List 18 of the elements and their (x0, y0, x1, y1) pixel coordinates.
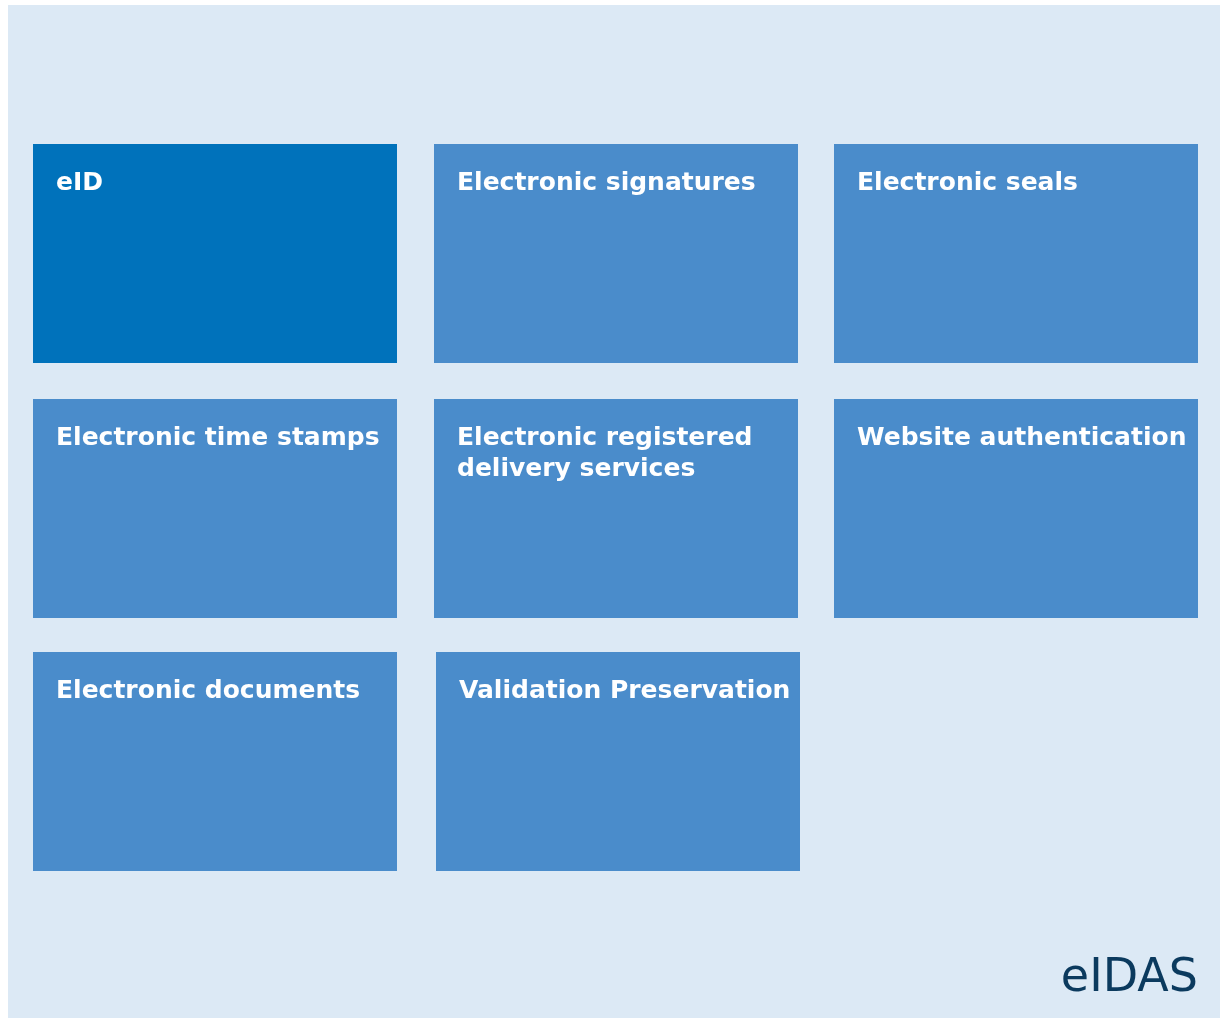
feature-tile (33, 144, 397, 363)
feature-tile (33, 399, 397, 618)
feature-tile (33, 652, 397, 871)
panel-title: eIDAS (1060, 952, 1198, 998)
tile-label: Website authentication (857, 421, 1188, 452)
feature-tile (436, 652, 800, 871)
feature-tile (834, 144, 1198, 363)
tile-label: Electronic signatures (457, 166, 757, 197)
feature-tile (834, 399, 1198, 618)
tile-label: Validation Preservation (459, 674, 792, 705)
feature-tile (434, 144, 798, 363)
tile-label: Electronic time stamps (56, 421, 381, 452)
tile-label: Electronic seals (857, 166, 1079, 197)
tile-label: eID (56, 166, 104, 197)
panel-background (8, 5, 1220, 1018)
tile-label: Electronic registered delivery services (457, 421, 754, 483)
tile-label: Electronic documents (56, 674, 362, 705)
feature-tile (434, 399, 798, 618)
